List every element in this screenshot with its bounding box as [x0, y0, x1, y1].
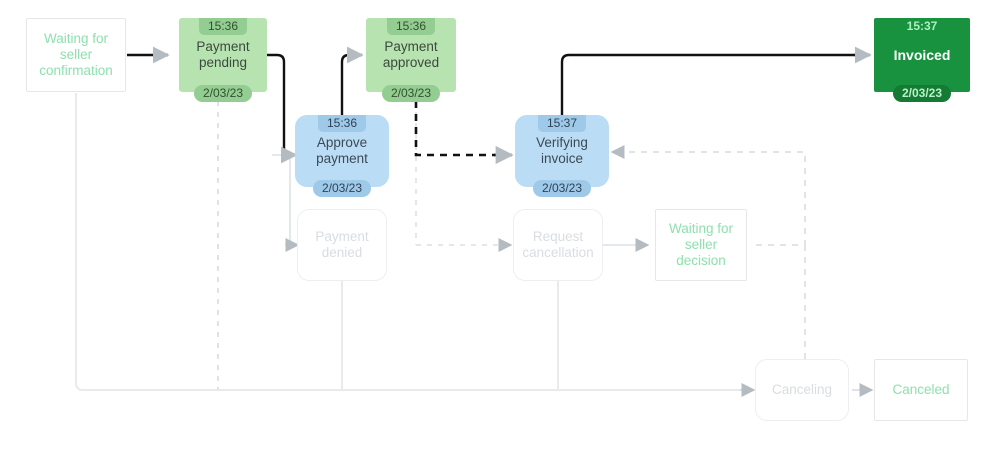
edge-payment-pending-to-approve-payment [267, 53, 292, 157]
node-canceled[interactable]: Canceled [874, 359, 968, 421]
node-time-badge: 15:37 [897, 18, 947, 36]
node-date-badge: 2/03/23 [532, 179, 592, 197]
node-payment-approved[interactable]: 15:36 Payment approved 2/03/23 [366, 18, 456, 102]
node-label: Verifying invoice [536, 135, 588, 166]
edge-waiting-decision-to-verifying-invoice [610, 145, 806, 246]
node-date-badge: 2/03/23 [381, 84, 441, 102]
node-label: Invoiced [893, 46, 951, 63]
node-request-cancellation[interactable]: Request cancellation [513, 209, 603, 281]
node-date-badge: 2/03/23 [892, 84, 952, 102]
node-label: Canceling [771, 382, 833, 398]
node-label: Request cancellation [522, 229, 594, 260]
node-label: Approve payment [316, 135, 368, 166]
node-invoiced[interactable]: 15:37 Invoiced 2/03/23 [874, 18, 970, 102]
edge-approve-payment-to-payment-approved [340, 53, 358, 116]
node-payment-denied[interactable]: Payment denied [297, 209, 387, 281]
node-waiting-seller-decision[interactable]: Waiting for seller decision [655, 209, 747, 281]
node-date-badge: 2/03/23 [193, 84, 253, 102]
node-canceling[interactable]: Canceling [755, 359, 849, 421]
node-time-badge: 15:36 [198, 18, 248, 36]
node-verifying-invoice[interactable]: 15:37 Verifying invoice 2/03/23 [515, 115, 609, 197]
node-label: Waiting for seller decision [668, 221, 734, 268]
edge-payment-approved-to-verifying-invoice [414, 101, 506, 157]
node-time-badge: 15:36 [317, 115, 367, 133]
edge-waiting-confirmation-to-canceling [75, 93, 745, 391]
node-label: Canceled [892, 382, 950, 398]
node-label: Payment approved [382, 39, 440, 70]
node-time-badge: 15:37 [537, 115, 587, 133]
node-date-badge: 2/03/23 [312, 179, 372, 197]
node-label: Payment denied [315, 229, 369, 260]
node-waiting-seller-confirmation[interactable]: Waiting for seller confirmation [26, 18, 126, 92]
node-approve-payment[interactable]: 15:36 Approve payment 2/03/23 [295, 115, 389, 197]
node-time-badge: 15:36 [386, 18, 436, 36]
node-payment-pending[interactable]: 15:36 Payment pending 2/03/23 [179, 18, 267, 102]
edge-verifying-invoice-to-invoiced [560, 53, 866, 116]
node-label: Waiting for seller confirmation [39, 31, 113, 78]
node-label: Payment pending [196, 39, 250, 70]
